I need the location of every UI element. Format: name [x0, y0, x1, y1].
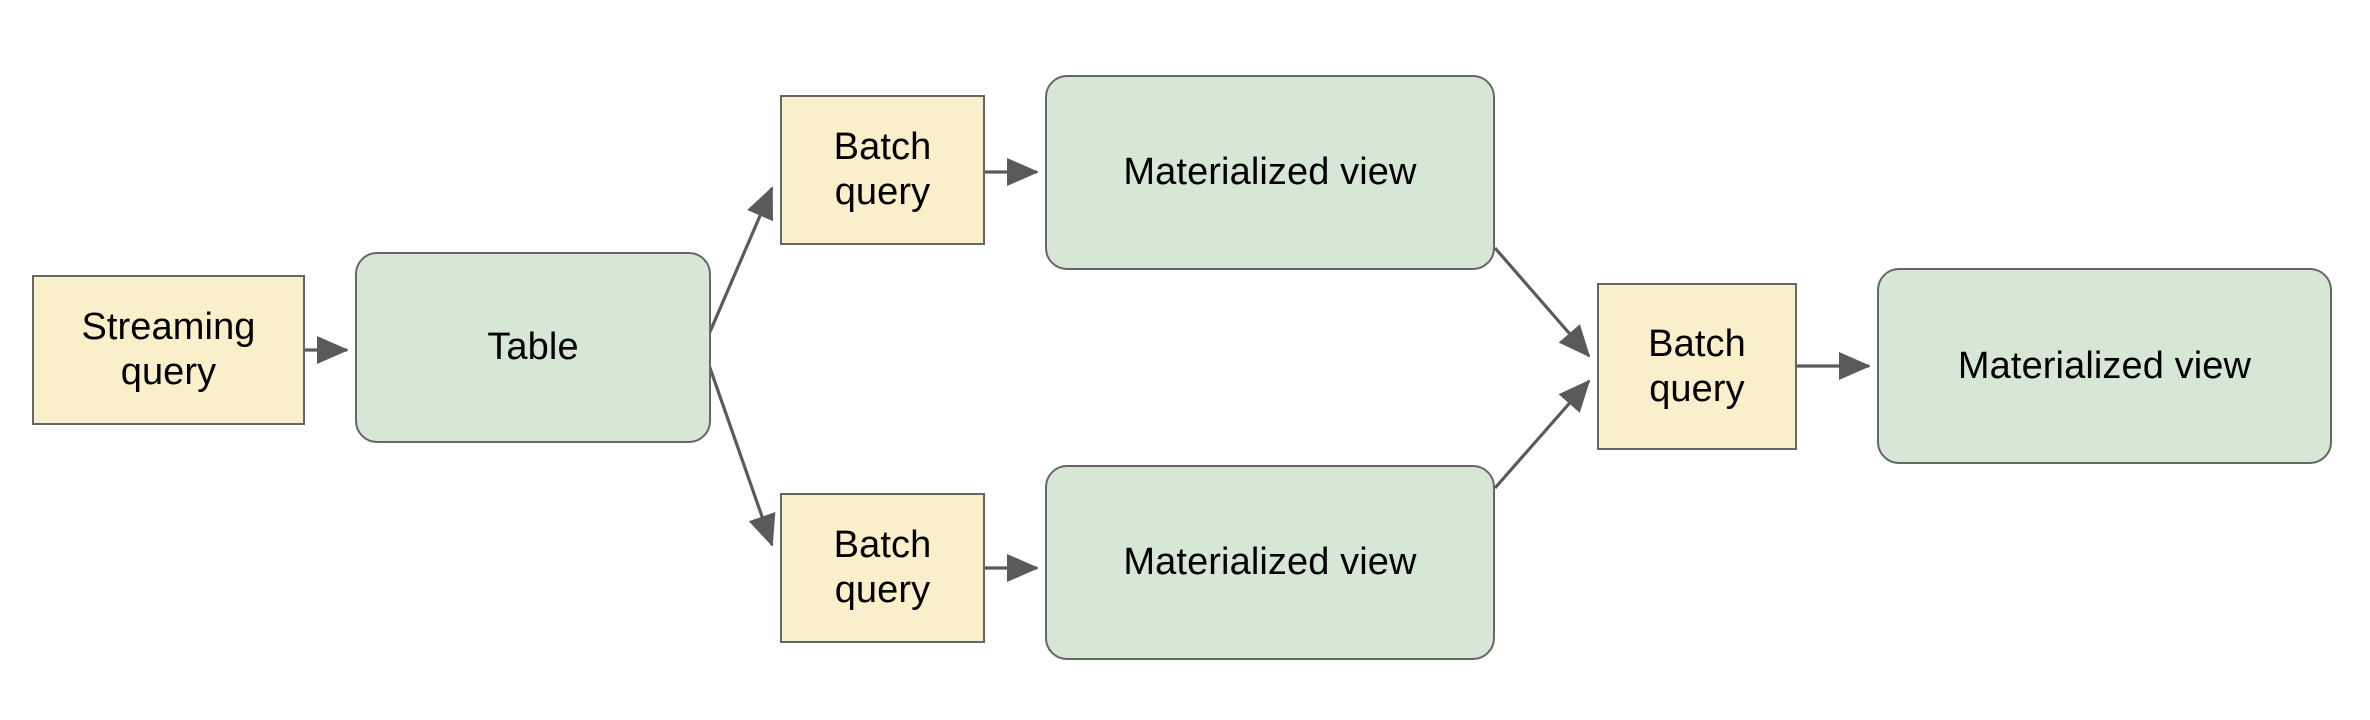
edge-table-to-batch-top [701, 186, 774, 349]
node-batch-query-right[interactable]: Batch query [1597, 283, 1797, 450]
node-materialized-view-top[interactable]: Materialized view [1045, 75, 1495, 270]
node-materialized-view-right[interactable]: Materialized view [1877, 268, 2332, 464]
node-batch-query-bottom-label: Batch query [833, 524, 932, 611]
node-materialized-view-bottom-label: Materialized view [1123, 541, 1417, 584]
node-batch-query-bottom[interactable]: Batch query [780, 493, 985, 643]
node-table[interactable]: Table [355, 252, 711, 443]
node-batch-query-top-label: Batch query [833, 126, 932, 213]
node-batch-query-right-label: Batch query [1648, 322, 1746, 410]
node-table-label: Table [487, 326, 579, 369]
node-batch-query-top[interactable]: Batch query [780, 95, 985, 245]
node-streaming-query[interactable]: Streaming query [32, 275, 305, 425]
node-materialized-view-bottom[interactable]: Materialized view [1045, 465, 1495, 660]
node-streaming-query-label: Streaming query [81, 306, 256, 393]
node-materialized-view-right-label: Materialized view [1957, 344, 2252, 387]
edge-table-to-batch-bottom [701, 347, 776, 547]
edge-mv-bottom-to-batch-right [1493, 379, 1591, 490]
edge-mv-top-to-batch-right [1493, 246, 1591, 358]
node-materialized-view-top-label: Materialized view [1123, 151, 1417, 194]
